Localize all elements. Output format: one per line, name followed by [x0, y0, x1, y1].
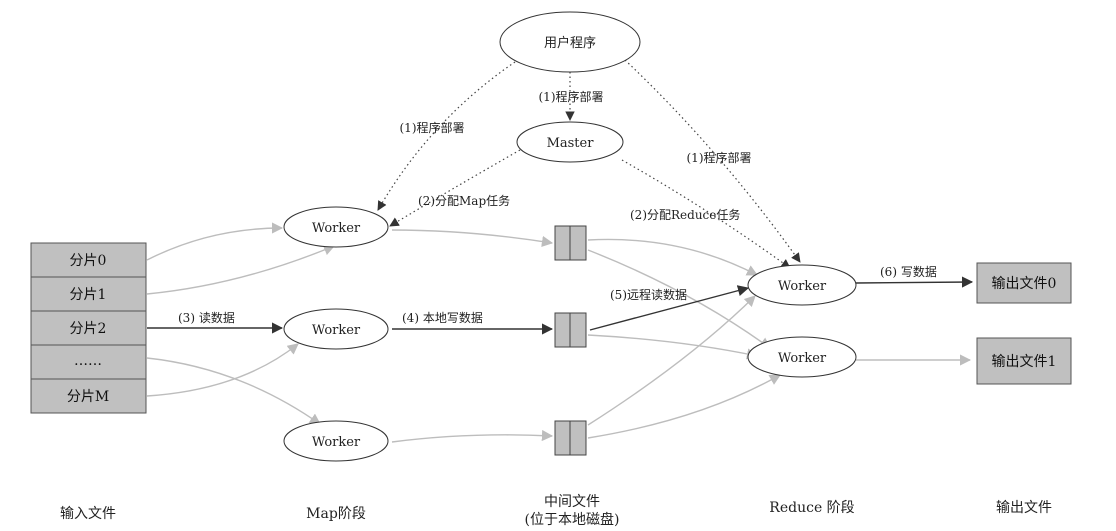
split-box-2 [30, 310, 147, 346]
stage-captions: 输入文件 Map阶段 中间文件 (位于本地磁盘) Reduce 阶段 输出文件 [60, 494, 1052, 528]
label-deploy-map: (1)程序部署 [400, 120, 465, 135]
split-label-2: 分片2 [70, 321, 107, 337]
label-deploy-reduce: (1)程序部署 [687, 150, 752, 165]
intermediate-file-3 [554, 420, 587, 456]
output-label-1: 输出文件1 [992, 354, 1057, 370]
worker-label: Worker [778, 279, 827, 294]
split-box-0 [30, 242, 147, 278]
control-arrows [377, 59, 801, 269]
arrow-file2-to-reduce2 [587, 334, 759, 360]
label-remote-read: (5)远程读数据 [610, 287, 687, 302]
stage-input: 输入文件 [60, 506, 116, 522]
worker-label: Worker [312, 323, 361, 338]
output-label-0: 输出文件0 [992, 276, 1057, 292]
map-worker-1: Worker [283, 206, 389, 248]
output-file-0: 输出文件0 [976, 262, 1072, 304]
arrow-reduce1-to-output0 [855, 276, 974, 288]
arrow-master-to-map-worker [389, 149, 521, 227]
split-label-4: 分片M [67, 389, 109, 405]
arrow-split1-to-worker1 [146, 244, 336, 295]
master-label: Master [547, 136, 595, 151]
label-write: (6) 写数据 [880, 264, 937, 279]
worker-label: Worker [312, 435, 361, 450]
split-box-1 [30, 276, 147, 312]
input-splits: 分片0 分片1 分片2 …… 分片M [30, 242, 147, 414]
intermediate-file-2 [554, 312, 587, 348]
output-file-1: 输出文件1 [976, 337, 1072, 385]
reduce-worker-2: Worker [747, 336, 857, 378]
split-label-1: 分片1 [70, 287, 107, 303]
reduce-worker-1: Worker [747, 264, 857, 306]
edge-labels: (1)程序部署 (1)程序部署 (1)程序部署 (2)分配Map任务 (2)分配… [178, 89, 937, 325]
stage-intermediate-line2: (位于本地磁盘) [525, 511, 620, 528]
label-read: (3) 读数据 [178, 310, 235, 325]
dark-flow-arrows [147, 276, 974, 335]
intermediate-file-1 [554, 225, 587, 261]
arrow-worker1-to-file1 [391, 229, 554, 247]
arrow-file3-to-reduce2 [587, 374, 781, 439]
arrow-file1-to-reduce2 [587, 249, 771, 349]
label-deploy-master: (1)程序部署 [539, 89, 604, 104]
arrow-user-to-map-worker [377, 61, 516, 211]
map-worker-3: Worker [283, 420, 389, 462]
stage-intermediate-line1: 中间文件 [544, 494, 600, 510]
worker-label: Worker [778, 351, 827, 366]
stage-output: 输出文件 [996, 500, 1052, 516]
arrow-split0-to-worker1 [146, 222, 284, 261]
map-worker-2: Worker [283, 308, 389, 350]
stage-map: Map阶段 [306, 506, 366, 522]
split-box-4 [30, 378, 147, 414]
stage-reduce: Reduce 阶段 [769, 500, 854, 516]
label-assign-map: (2)分配Map任务 [418, 193, 510, 208]
arrow-file1-to-reduce1 [587, 238, 758, 276]
user-program-label: 用户程序 [544, 35, 596, 51]
arrow-file3-to-reduce1 [587, 295, 756, 426]
gray-flow-arrows [146, 222, 972, 443]
split-box-3 [30, 344, 147, 380]
arrow-worker3-to-file3 [391, 429, 554, 443]
split-label-3: …… [74, 353, 102, 369]
worker-label: Worker [312, 221, 361, 236]
arrow-ellipsis-to-worker3 [146, 357, 321, 425]
arrow-splitm-to-worker2 [146, 343, 299, 397]
master-node: Master [516, 121, 624, 163]
label-assign-reduce: (2)分配Reduce任务 [630, 207, 740, 222]
label-local-write: (4) 本地写数据 [402, 310, 483, 325]
user-program-node: 用户程序 [499, 11, 641, 73]
arrow-master-to-reduce-worker [621, 159, 791, 269]
arrow-file2-to-reduce1 [589, 285, 750, 331]
split-label-0: 分片0 [70, 253, 107, 269]
